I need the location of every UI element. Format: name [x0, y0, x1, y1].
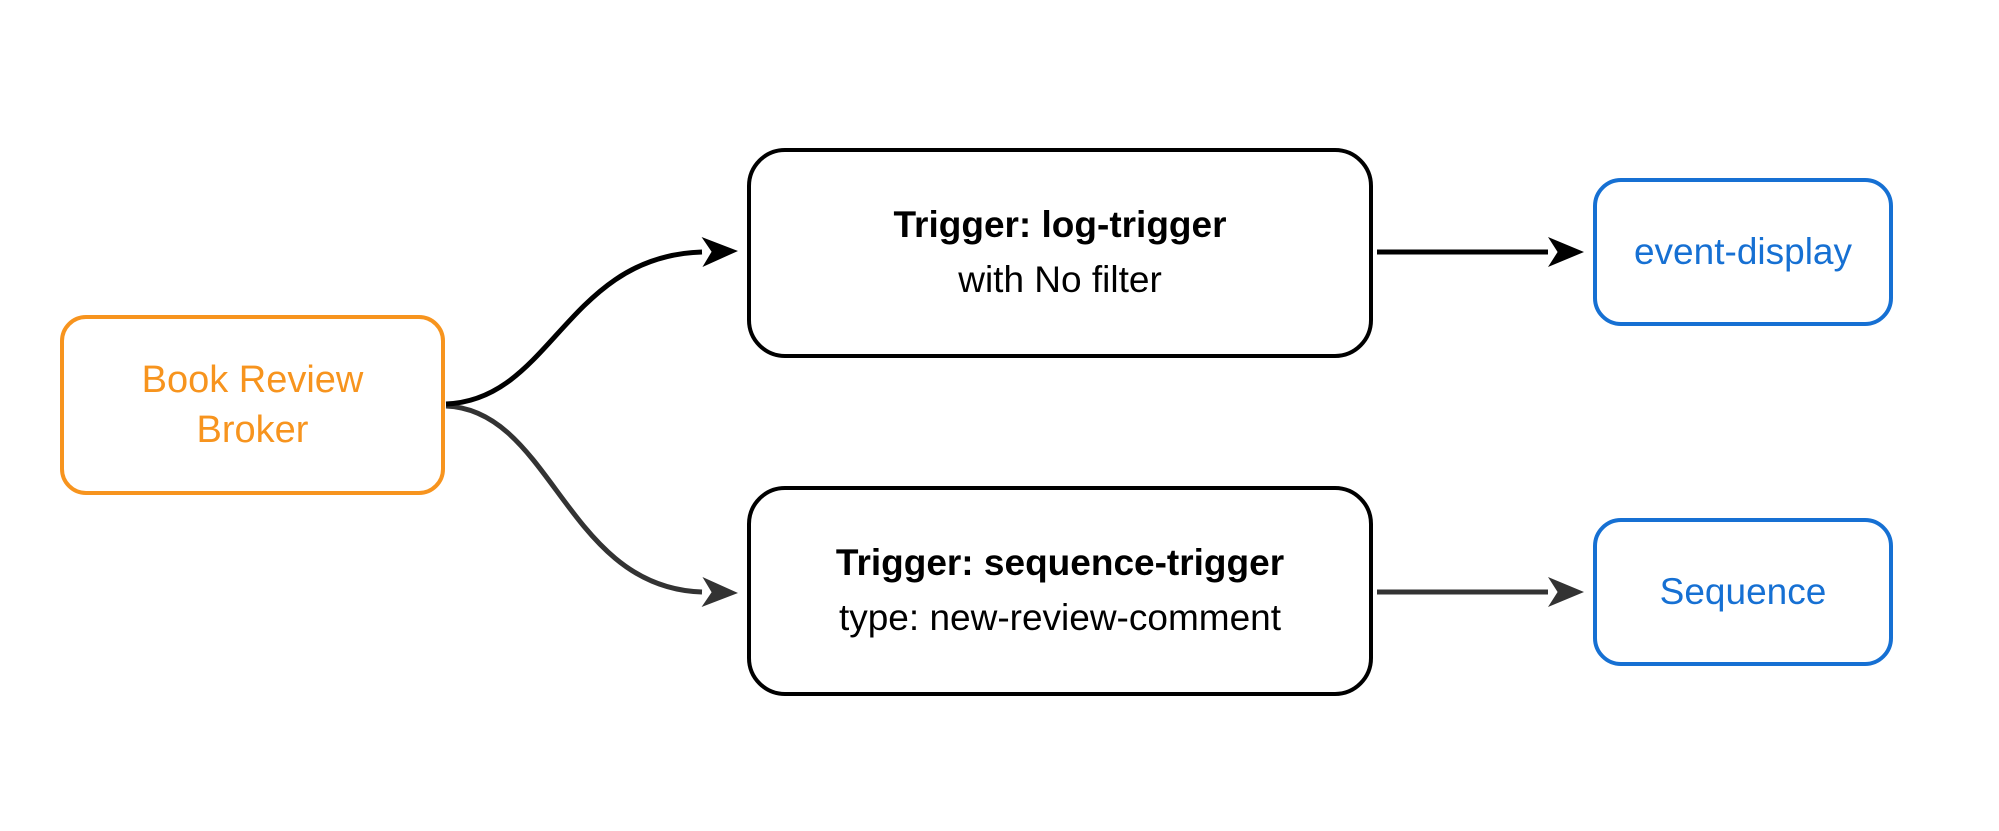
broker-label-line2: Broker: [196, 409, 309, 451]
edge-broker-to-sequence-trigger: [445, 403, 738, 607]
sequence-label: Sequence: [1659, 571, 1827, 612]
broker-label-line1: Book Review: [141, 358, 364, 401]
sequence-trigger-subtitle: type: new-review-comment: [838, 597, 1282, 638]
node-book-review-broker: Book Review Broker: [60, 315, 445, 495]
node-log-trigger: Trigger: log-trigger with No filter: [747, 148, 1373, 358]
sequence-trigger-title: Trigger: sequence-trigger: [835, 542, 1285, 584]
log-trigger-title: Trigger: log-trigger: [893, 204, 1227, 246]
node-sequence-trigger: Trigger: sequence-trigger type: new-revi…: [747, 486, 1373, 696]
node-sequence: Sequence: [1593, 518, 1893, 666]
event-display-label: event-display: [1633, 231, 1852, 272]
log-trigger-subtitle: with No filter: [958, 259, 1162, 300]
node-event-display: event-display: [1593, 178, 1893, 326]
edge-broker-to-log-trigger: [445, 237, 738, 407]
